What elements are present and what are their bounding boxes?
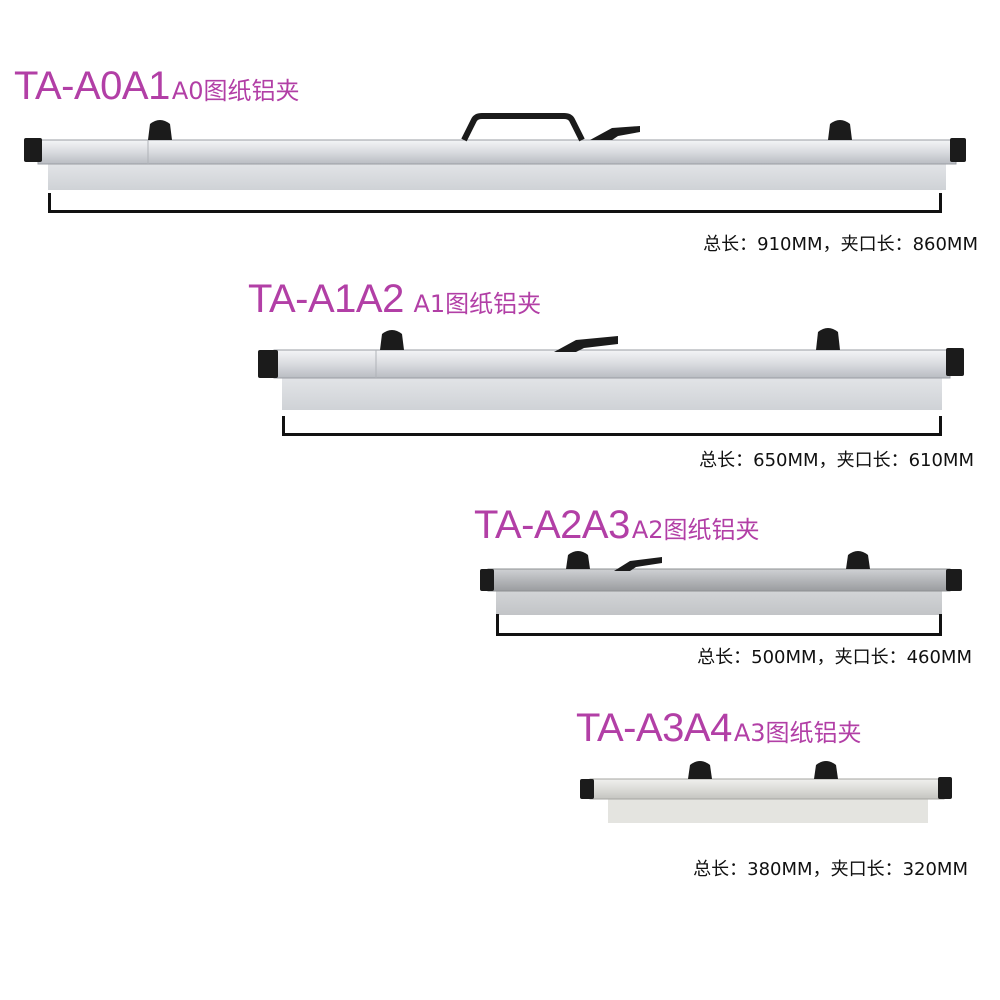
length-bracket	[48, 193, 942, 213]
lever-icon	[590, 126, 640, 140]
end-cap-icon	[946, 348, 964, 376]
product-desc: A0图纸铝夹	[171, 77, 300, 105]
length-bracket	[496, 614, 942, 636]
product-title-a1a2: TA-A1A2 A1图纸铝夹	[248, 279, 541, 319]
clamp-jaw	[496, 589, 942, 615]
knob-icon	[816, 328, 840, 350]
end-cap-icon	[946, 569, 962, 591]
clamp-jaw	[48, 162, 946, 190]
knob-icon	[688, 761, 712, 779]
product-title-a3a4: TA-A3A4A3图纸铝夹	[576, 708, 862, 748]
clamp-jaw	[282, 376, 942, 410]
spec-text: 总长：380MM，夹口长：320MM	[693, 859, 968, 880]
clamp-bar	[487, 568, 951, 592]
model-name: TA-A2A3	[474, 503, 630, 547]
model-name: TA-A0A1	[14, 64, 170, 108]
end-cap-icon	[480, 569, 494, 591]
end-cap-icon	[580, 779, 594, 799]
lever-icon	[614, 557, 662, 571]
knob-icon	[148, 120, 172, 140]
knob-icon	[828, 120, 852, 140]
end-cap-icon	[950, 138, 966, 162]
clamp-bar	[273, 349, 951, 379]
knob-icon	[566, 551, 590, 569]
handle-icon	[461, 113, 585, 142]
product-desc: A2图纸铝夹	[631, 516, 760, 544]
clamp-image-a1a2	[258, 328, 964, 410]
clamp-jaw	[608, 797, 928, 823]
clamp-image-a0a1	[24, 113, 966, 190]
product-title-a2a3: TA-A2A3A2图纸铝夹	[474, 505, 760, 545]
product-desc: A3图纸铝夹	[733, 719, 862, 747]
clamp-image-a2a3	[480, 551, 962, 615]
product-desc: A1图纸铝夹	[405, 290, 542, 318]
clamp-bar	[589, 778, 945, 800]
spec-text: 总长：650MM，夹口长：610MM	[699, 450, 974, 471]
length-bracket	[282, 416, 942, 436]
knob-icon	[814, 761, 838, 779]
spec-text: 总长：500MM，夹口长：460MM	[697, 647, 972, 668]
model-name: TA-A1A2	[248, 277, 404, 321]
end-cap-icon	[258, 350, 278, 378]
clamp-image-a3a4	[580, 761, 952, 823]
end-cap-icon	[24, 138, 42, 162]
lever-icon	[554, 336, 618, 352]
model-name: TA-A3A4	[576, 706, 732, 750]
clamp-bar	[37, 139, 957, 165]
spec-text: 总长：910MM，夹口长：860MM	[703, 234, 978, 255]
knob-icon	[846, 551, 870, 569]
end-cap-icon	[938, 777, 952, 799]
knob-icon	[380, 330, 404, 350]
product-title-a0a1: TA-A0A1A0图纸铝夹	[14, 66, 300, 106]
